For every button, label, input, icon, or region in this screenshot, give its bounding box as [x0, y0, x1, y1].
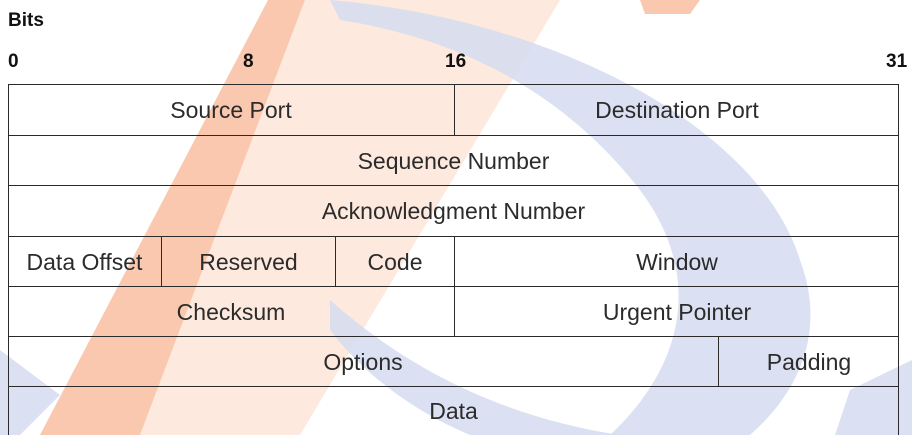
watermark-orange-stripe-light: [140, 0, 560, 435]
watermark-blue-arc: [330, 0, 811, 435]
bits-title: Bits: [8, 10, 44, 31]
tcp-header-diagram: Source Port Destination Port Sequence Nu…: [8, 84, 899, 435]
bit-marker-31: 31: [886, 51, 908, 72]
field-data: Data: [429, 397, 478, 424]
watermark-blue-swoosh: [330, 300, 620, 435]
field-acknowledgment-number: Acknowledgment Number: [321, 197, 586, 224]
row-sequence: Sequence Number: [8, 135, 899, 186]
field-data-offset: Data Offset: [26, 248, 143, 275]
row-options: Options Padding: [8, 336, 899, 387]
field-reserved: Reserved: [161, 237, 335, 287]
field-options: Options: [323, 348, 403, 375]
field-source-port: Source Port: [170, 96, 292, 123]
row-ports: Source Port Destination Port: [8, 84, 899, 135]
field-destination-port: Destination Port: [454, 85, 899, 135]
watermark-orange-stripe: [40, 0, 305, 435]
row-data: Data: [8, 386, 899, 435]
field-urgent-pointer: Urgent Pointer: [454, 287, 899, 337]
field-code: Code: [335, 237, 454, 287]
bit-marker-0: 0: [8, 51, 19, 72]
row-control: Data Offset Reserved Code Window: [8, 236, 899, 287]
field-sequence-number: Sequence Number: [357, 147, 550, 174]
row-acknowledgment: Acknowledgment Number: [8, 185, 899, 236]
watermark-blue-streak-left: [0, 350, 60, 435]
row-checksum: Checksum Urgent Pointer: [8, 286, 899, 337]
bit-marker-16: 16: [445, 51, 467, 72]
watermark-blue-streak-right: [835, 360, 912, 435]
field-padding: Padding: [718, 337, 899, 387]
watermark-orange-corner: [640, 0, 700, 14]
field-checksum: Checksum: [176, 298, 286, 325]
bit-marker-8: 8: [243, 51, 254, 72]
field-window: Window: [454, 237, 899, 287]
